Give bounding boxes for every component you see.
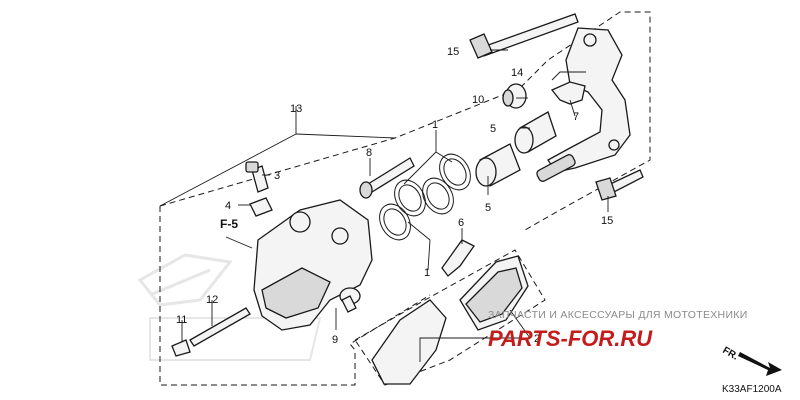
bleeder-cap [249, 197, 273, 217]
callout-1-lower: 1 [424, 267, 430, 279]
callout-5-lower: 5 [485, 202, 491, 214]
direction-arrow-icon [738, 352, 782, 376]
callout-6: 6 [458, 217, 464, 229]
leader-lines [159, 49, 609, 362]
direction-label: FR. [721, 345, 741, 363]
callout-13: 13 [290, 103, 302, 115]
watermark-tagline: ЗАПЧАСТИ И АКСЕССУАРЫ ДЛЯ МОТОТЕХНИКИ [488, 309, 748, 321]
pad-group-outline [354, 249, 546, 386]
diagram-code: K33AF1200A [722, 384, 782, 395]
caliper-bracket [536, 27, 631, 182]
callout-11: 11 [176, 314, 187, 326]
bleeder-screw [245, 161, 269, 193]
callout-9: 9 [332, 334, 338, 346]
pad-spring [550, 81, 586, 105]
callout-10: 10 [472, 94, 484, 106]
slide-pin [359, 157, 415, 199]
piston-boot-upper [514, 111, 557, 154]
callout-3: 3 [274, 170, 280, 182]
pad-pin [339, 287, 361, 313]
watermark-logo: PARTS-FOR.RU [488, 326, 653, 351]
callout-2: 2 [534, 333, 540, 345]
callout-14: 14 [511, 67, 523, 79]
callout-4: 4 [225, 200, 231, 212]
caliper-assembly-outline [159, 11, 651, 386]
callout-7: 7 [573, 111, 579, 123]
front-direction-indicator: FR. [721, 345, 782, 376]
callout-12: 12 [206, 294, 218, 306]
caliper-pin [189, 307, 251, 347]
pad-retainer [441, 239, 475, 277]
bracket-bolt-bottom [595, 169, 644, 201]
callout-8: 8 [366, 147, 372, 159]
bracket-bolt-top [469, 13, 579, 59]
reference-tag: F-5 [220, 217, 238, 231]
caliper-body [253, 199, 373, 331]
callout-15-upper: 15 [447, 46, 459, 58]
callout-1-upper: 1 [432, 119, 438, 131]
piston-boot-lower [475, 143, 521, 187]
pin-clip [171, 339, 191, 357]
brake-pad-inner [371, 299, 447, 385]
callout-5-upper: 5 [490, 123, 496, 135]
pin-boot [502, 83, 527, 109]
callout-15-lower: 15 [601, 215, 613, 227]
